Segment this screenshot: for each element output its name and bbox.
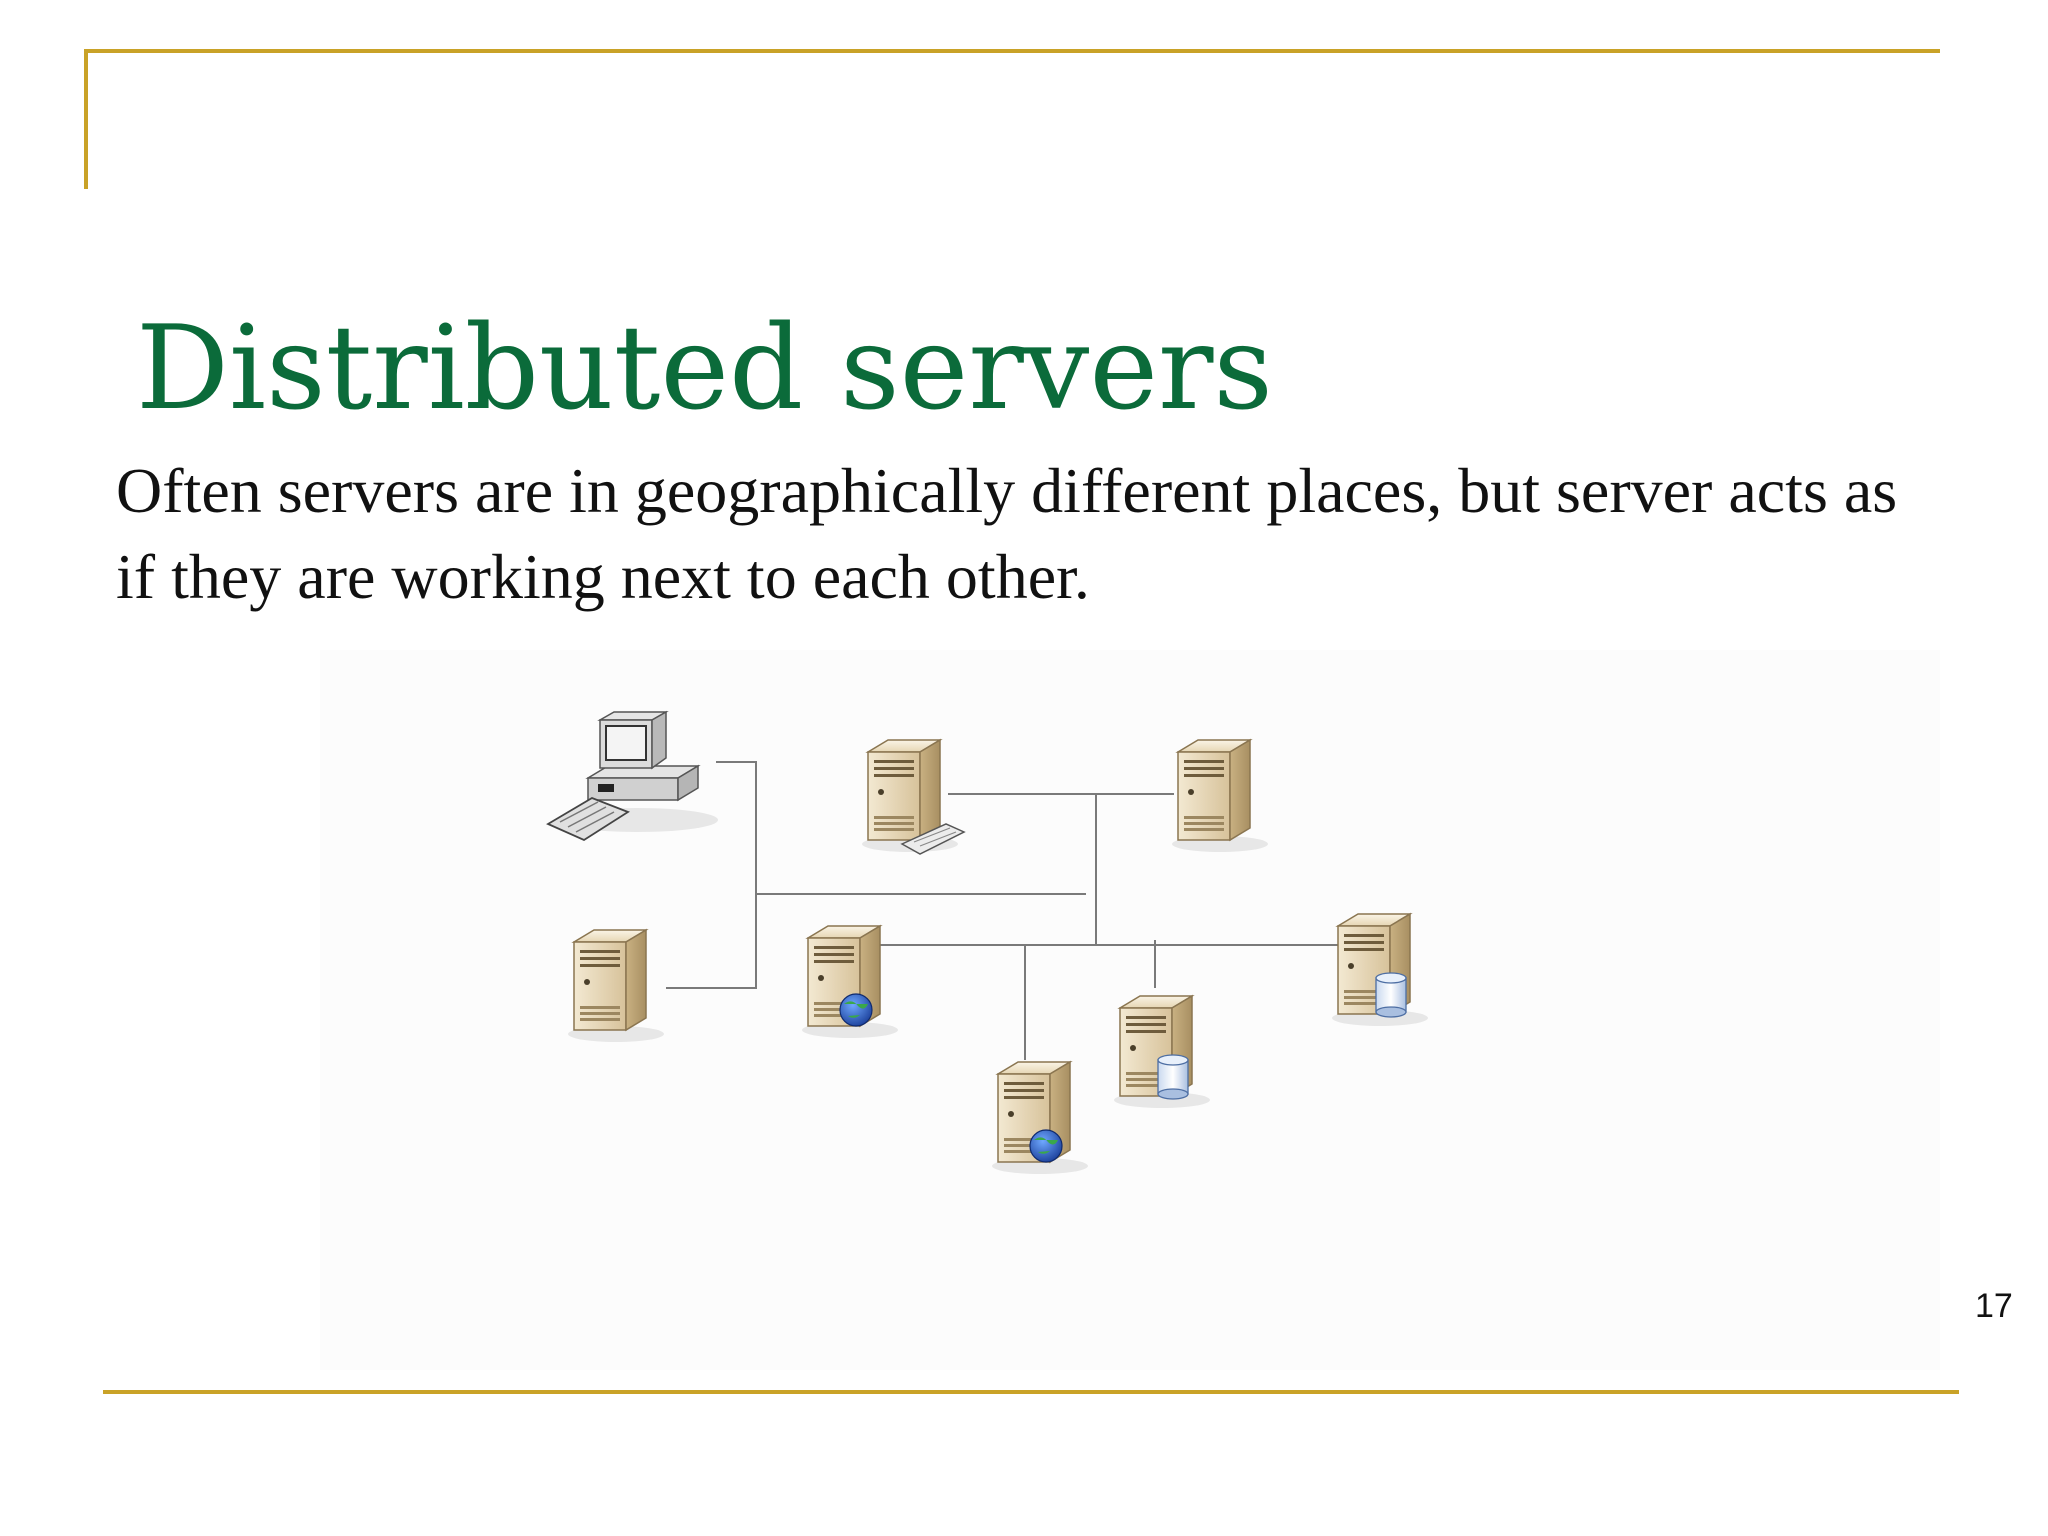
database-server-right-icon — [1331, 913, 1429, 1027]
network-diagram-canvas — [546, 710, 1429, 1175]
page-number: 17 — [1975, 1287, 2013, 1325]
web-server-globe-bottom-icon — [991, 1061, 1089, 1175]
globe-icon — [1029, 1129, 1063, 1163]
web-server-globe-icon — [801, 925, 899, 1039]
left-accent-rule — [84, 49, 88, 189]
slide-body-text: Often servers are in geographically diff… — [116, 455, 1898, 612]
network-diagram — [320, 650, 1940, 1370]
server-with-keyboard-icon — [861, 739, 966, 855]
connector-client-to-left-server — [666, 761, 757, 989]
database-cylinder-icon — [1375, 972, 1407, 1018]
bottom-accent-rule — [103, 1390, 1959, 1394]
globe-icon — [839, 993, 873, 1027]
database-server-middle-icon — [1113, 995, 1211, 1109]
slide-title: Distributed servers — [136, 301, 1273, 436]
top-accent-rule — [84, 49, 1940, 53]
network-connectors — [666, 761, 1352, 1060]
database-cylinder-icon — [1157, 1054, 1189, 1100]
workstation-icon — [546, 710, 718, 842]
server-left-icon — [567, 929, 665, 1043]
server-top-icon — [1171, 739, 1269, 853]
